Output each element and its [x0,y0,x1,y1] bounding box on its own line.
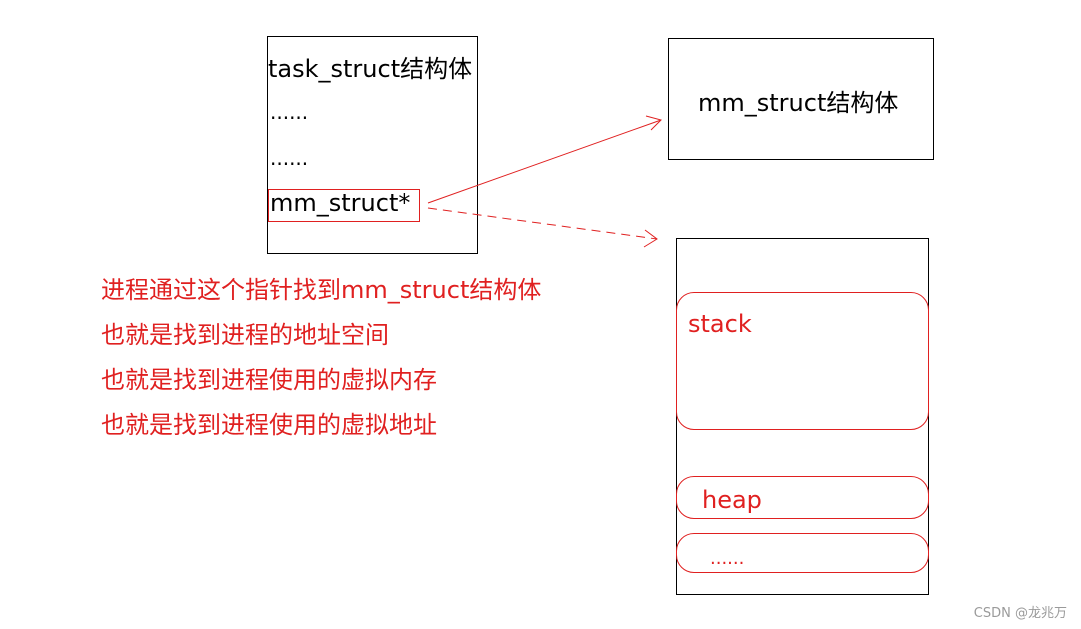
stack-region [676,292,929,430]
address-space-box [676,238,929,595]
mm-struct-label: mm_struct结构体 [698,89,899,117]
task-struct-dots-2: ...... [270,146,309,170]
task-struct-dots-1: ...... [270,100,309,124]
mm-struct-box [668,38,934,160]
watermark: CSDN @龙兆万 [973,606,1067,621]
task-struct-title: task_struct结构体 [268,55,473,83]
note-line-2: 也就是找到进程的地址空间 [101,321,389,349]
note-line-1: 进程通过这个指针找到mm_struct结构体 [101,276,542,304]
stack-label: stack [688,310,752,338]
other-region-dots: ...... [710,548,745,569]
arrow-to-mm-struct [427,119,662,204]
mm-pointer-highlight [268,189,420,222]
other-region [676,533,929,573]
heap-region [676,476,929,519]
note-line-4: 也就是找到进程使用的虚拟地址 [101,411,437,439]
arrow-to-address-space [427,207,658,240]
heap-label: heap [702,486,762,514]
arrowhead-to-address-space [643,229,658,248]
mm-struct-pointer-field: mm_struct* [270,189,411,217]
note-line-3: 也就是找到进程使用的虚拟内存 [101,366,437,394]
arrowhead-to-mm-struct [645,115,662,131]
task-struct-box [267,36,478,254]
